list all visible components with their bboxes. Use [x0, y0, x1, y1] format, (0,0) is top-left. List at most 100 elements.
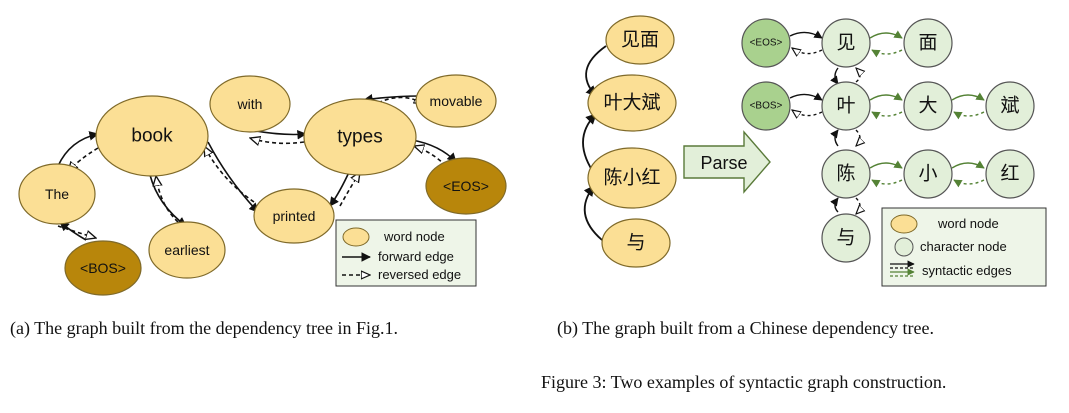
legend-b-edge-swatch [890, 260, 915, 277]
panel-b-char-labels: <EOS> 见 面 <BOS> 叶 大 斌 陈 小 红 与 [750, 33, 1020, 249]
node-w3 [587, 147, 677, 209]
label-c7: 小 [918, 163, 937, 185]
node-eos-b [741, 18, 791, 68]
node-c7 [903, 149, 953, 199]
edge-book-printed [207, 141, 259, 213]
panel-b-char-nodes [741, 18, 1035, 263]
node-movable [415, 74, 497, 128]
legend-a-forward: forward edge [378, 249, 454, 264]
node-eos-a [425, 157, 507, 215]
label-w1: 见面 [621, 30, 659, 51]
node-c3 [821, 81, 871, 131]
node-w2 [587, 74, 677, 132]
edge-c4-c5 [951, 92, 985, 101]
edge-c1-eos [792, 48, 823, 54]
parse-arrow: Parse [683, 130, 771, 194]
edge-types-printed [329, 169, 351, 207]
node-c8 [985, 149, 1035, 199]
edge-the-bos [57, 225, 96, 238]
legend-b-word: word node [937, 216, 999, 231]
panel-b-char-edges [789, 30, 985, 214]
figure: book with types movable The <EOS> printe… [18, 15, 1047, 296]
edge-c3-bos [792, 110, 823, 116]
label-c4: 大 [918, 95, 937, 117]
edge-c8-c7 [953, 179, 985, 188]
node-the [18, 163, 96, 225]
edge-c1-c2 [869, 30, 903, 39]
label-w2: 叶大斌 [603, 92, 660, 114]
edge-earliest-book [156, 176, 179, 223]
label-bos-a: <BOS> [80, 260, 126, 276]
edge-c6-c3 [830, 129, 839, 147]
panel-b-tree-edges [582, 45, 607, 241]
label-c3: 叶 [836, 95, 855, 117]
legend-a-word: word node [383, 229, 445, 244]
node-w4 [601, 218, 671, 268]
parse-label: Parse [700, 153, 747, 173]
edge-the-book [57, 131, 99, 167]
panel-b-words [587, 15, 677, 268]
label-c9: 与 [836, 227, 855, 249]
label-printed: printed [273, 208, 316, 224]
label-eos-b: <EOS> [750, 38, 783, 49]
edge-c2-c1 [871, 49, 903, 58]
legend-b: word node character node syntactic edges [881, 207, 1047, 287]
label-book: book [131, 126, 173, 147]
node-c9 [821, 213, 871, 263]
legend-a-reversed: reversed edge [378, 267, 461, 282]
node-earliest [148, 221, 226, 279]
edge-c6-c7 [869, 160, 903, 169]
legend-a: word node forward edge reversed edge [335, 219, 477, 287]
edge-c4-c3 [871, 111, 903, 120]
edge-printed-types [339, 172, 360, 207]
node-c5 [985, 81, 1035, 131]
edge-w4-w3 [583, 185, 603, 241]
node-c1 [821, 18, 871, 68]
label-eos-a: <EOS> [443, 178, 489, 194]
label-the: The [45, 186, 69, 202]
label-c8: 红 [1000, 163, 1019, 185]
legend-b-word-swatch [890, 214, 918, 234]
edge-eos-types [414, 146, 447, 167]
node-types [303, 98, 417, 176]
node-c4 [903, 81, 953, 131]
edge-c1-c3 [830, 67, 839, 85]
edge-c3-c1 [856, 68, 860, 83]
edge-c5-c4 [953, 111, 985, 120]
caption-panel-a: (a) The graph built from the dependency … [10, 318, 399, 338]
label-c1: 见 [836, 33, 855, 54]
legend-b-char: character node [920, 239, 1007, 254]
label-w3: 陈小红 [603, 167, 660, 189]
legend-a-word-swatch [342, 227, 370, 247]
label-movable: movable [430, 93, 483, 109]
edge-c3-c4 [869, 92, 903, 101]
label-with: with [237, 96, 263, 112]
node-with [209, 75, 291, 133]
node-bos-b [741, 81, 791, 131]
label-c5: 斌 [1000, 95, 1019, 117]
edge-c9-c6 [830, 197, 839, 213]
label-earliest: earliest [164, 242, 209, 258]
edge-c7-c6 [871, 179, 903, 188]
legend-b-char-swatch [894, 237, 914, 257]
label-c6: 陈 [836, 163, 855, 185]
legend-b-edges: syntactic edges [922, 263, 1012, 278]
node-w1 [605, 15, 675, 65]
edge-book-earliest [149, 174, 187, 227]
panel-a-nodes [18, 74, 507, 296]
panel-b-word-labels: 见面 叶大斌 陈小红 与 [603, 30, 660, 254]
edge-c3-c6 [856, 129, 860, 146]
edge-bos-c3 [789, 92, 823, 101]
label-bos-b: <BOS> [750, 101, 783, 112]
edge-eos-c1 [789, 30, 823, 39]
label-types: types [337, 127, 382, 148]
node-c2 [903, 18, 953, 68]
node-c6 [821, 149, 871, 199]
node-book [95, 95, 209, 177]
node-printed [253, 188, 335, 244]
figure-caption: Figure 3: Two examples of syntactic grap… [541, 372, 947, 392]
edge-types-with [250, 138, 305, 143]
edge-c7-c8 [951, 160, 985, 169]
caption-panel-b: (b) The graph built from a Chinese depen… [557, 318, 935, 338]
label-w4: 与 [626, 232, 645, 254]
